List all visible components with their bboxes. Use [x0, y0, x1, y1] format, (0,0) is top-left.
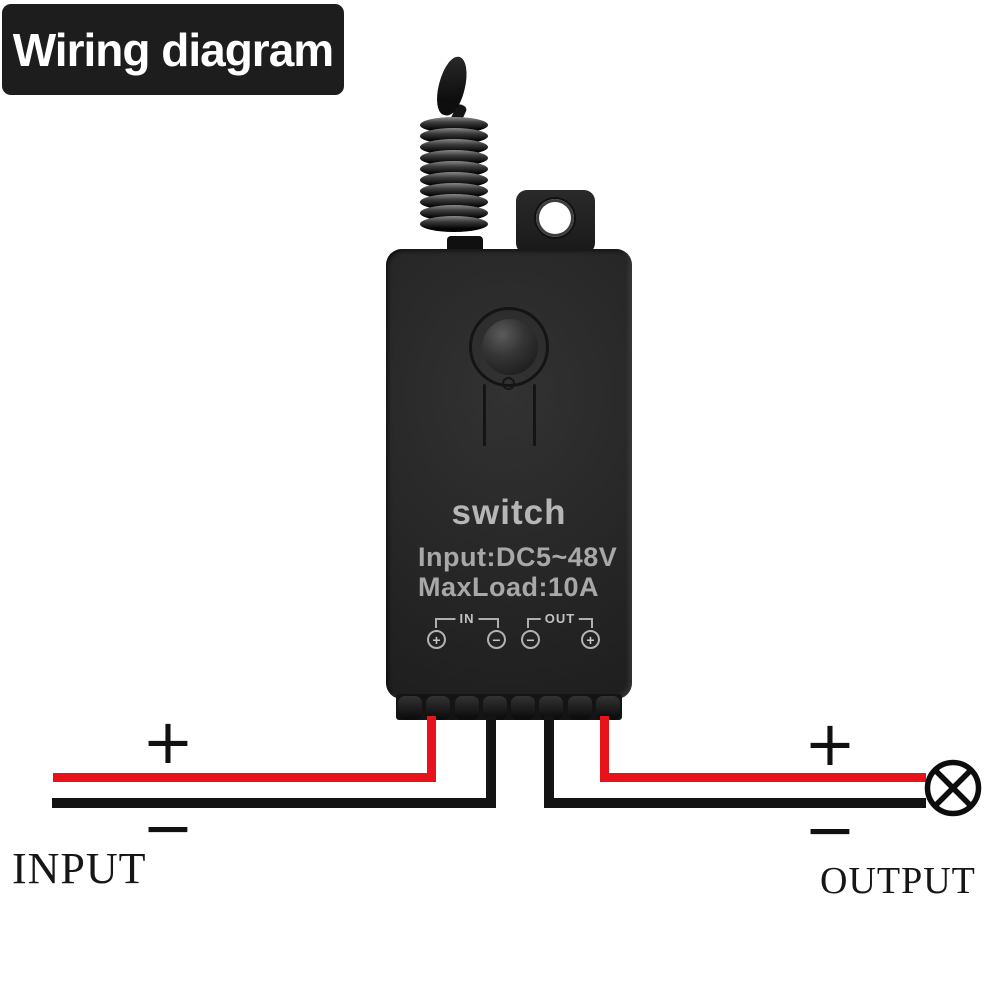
input-label: INPUT — [12, 844, 147, 893]
device-input-spec: Input:DC5~48V — [418, 542, 618, 572]
output-positive-wire-horizontal — [600, 773, 926, 782]
out-minus-terminal-icon: − — [521, 630, 540, 649]
in-terminal-bracket: IN — [435, 611, 499, 628]
output-minus-mark: − — [804, 793, 856, 866]
out-terminal-label: OUT — [540, 611, 580, 626]
out-terminal-bracket: OUT — [527, 611, 593, 628]
output-positive-wire-vertical — [600, 716, 609, 782]
antenna-spring-coil — [420, 117, 488, 240]
out-plus-terminal-icon: + — [581, 630, 600, 649]
groove-line-left — [483, 384, 486, 446]
device-name-label: switch — [451, 493, 567, 532]
input-positive-wire-horizontal — [53, 773, 436, 782]
input-plus-mark: + — [142, 705, 194, 778]
input-minus-mark: − — [142, 791, 194, 864]
output-negative-wire-horizontal — [544, 798, 926, 808]
diagram-title-box: Wiring diagram — [2, 4, 344, 95]
groove-line-right — [533, 384, 536, 446]
mounting-tab — [516, 190, 595, 254]
in-minus-terminal-icon: − — [487, 630, 506, 649]
device-maxload-spec: MaxLoad:10A — [418, 572, 600, 602]
output-label: OUTPUT — [820, 860, 976, 902]
diagram-title: Wiring diagram — [12, 23, 334, 76]
in-terminal-label: IN — [455, 611, 479, 626]
output-plus-mark: + — [804, 707, 856, 780]
in-plus-terminal-icon: + — [427, 630, 446, 649]
learning-button — [482, 319, 538, 375]
input-negative-wire-horizontal — [52, 798, 496, 808]
output-negative-wire-vertical — [544, 716, 554, 808]
input-negative-wire-vertical — [486, 716, 496, 808]
switch-module-body: switch Input:DC5~48V MaxLoad:10A IN OUT … — [386, 249, 632, 699]
mounting-hole — [536, 199, 574, 237]
load-lamp-icon — [924, 759, 982, 817]
case-dimple — [502, 377, 515, 390]
input-positive-wire-vertical — [427, 716, 436, 782]
